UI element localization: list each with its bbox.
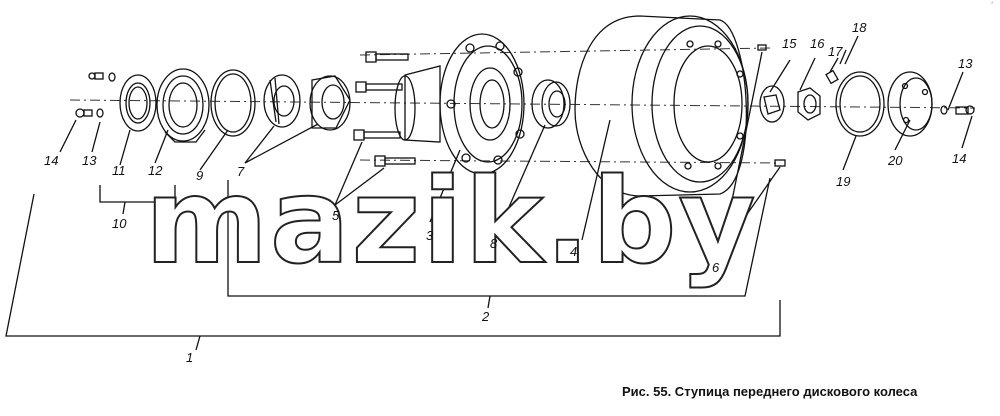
pin-and-screw bbox=[825, 49, 847, 85]
right-screw-washer-group bbox=[940, 105, 975, 115]
inner-bearing bbox=[531, 79, 571, 129]
cap-gasket bbox=[835, 71, 885, 137]
ring-gasket bbox=[210, 69, 256, 137]
center-axis bbox=[69, 47, 976, 164]
part-label-20: 20 bbox=[887, 153, 903, 168]
figure-caption: Рис. 55. Ступица переднего дискового кол… bbox=[622, 384, 918, 399]
watermark: mazik.by bbox=[145, 152, 757, 290]
wheel-hub bbox=[394, 33, 525, 175]
part-label-14-right: 14 bbox=[952, 151, 966, 166]
part-label-8: 8 bbox=[490, 236, 498, 251]
drum-screws bbox=[757, 44, 786, 167]
part-label-13-right: 13 bbox=[958, 56, 973, 71]
lock-washer bbox=[759, 85, 785, 123]
brake-drum bbox=[574, 15, 749, 197]
part-label-15: 15 bbox=[782, 36, 797, 51]
part-label-9: 9 bbox=[196, 168, 203, 183]
part-label-4: 4 bbox=[570, 244, 577, 259]
assembly-brackets bbox=[5, 177, 781, 351]
hub-nut bbox=[797, 87, 821, 121]
part-labels: 1 2 3 4 5 6 7 8 9 10 11 12 13 13 14 14 1… bbox=[44, 20, 973, 365]
part-label-3: 3 bbox=[426, 228, 434, 243]
part-label-13-left: 13 bbox=[82, 153, 97, 168]
leader-lines bbox=[59, 35, 973, 251]
part-label-19: 19 bbox=[836, 174, 850, 189]
part-label-11: 11 bbox=[112, 163, 126, 178]
part-label-14-left: 14 bbox=[44, 153, 58, 168]
part-label-6: 6 bbox=[712, 260, 720, 275]
part-label-2: 2 bbox=[481, 309, 490, 324]
oil-seal bbox=[119, 74, 157, 132]
part-label-18: 18 bbox=[852, 20, 867, 35]
hub-bolts bbox=[353, 51, 416, 167]
hub-cap bbox=[887, 71, 933, 137]
part-label-16: 16 bbox=[810, 36, 825, 51]
part-label-7: 7 bbox=[237, 164, 245, 179]
corner-mark: ´ bbox=[989, 2, 995, 12]
part-label-12: 12 bbox=[148, 163, 163, 178]
part-label-5: 5 bbox=[332, 208, 340, 223]
part-label-10: 10 bbox=[112, 216, 127, 231]
left-screw-washer-group bbox=[75, 72, 116, 118]
part-label-1: 1 bbox=[186, 350, 193, 365]
part-label-17: 17 bbox=[828, 44, 843, 59]
seal-housing bbox=[156, 68, 210, 143]
tapered-roller-bearing bbox=[263, 74, 351, 131]
